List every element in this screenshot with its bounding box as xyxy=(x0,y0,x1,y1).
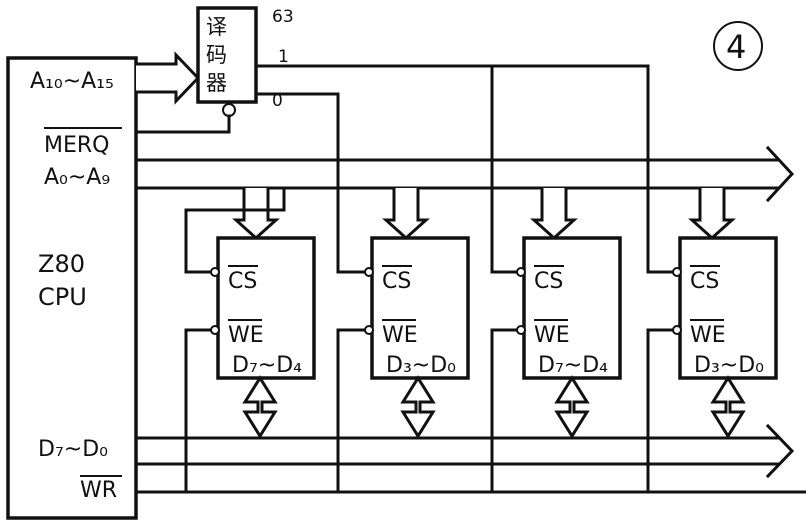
chip-4-body xyxy=(678,236,778,380)
memory-chip-2: CS WE D₃~D₀ xyxy=(336,188,470,494)
decoder-output-1: 1 xyxy=(278,47,289,67)
chip-4-we-label: WE xyxy=(690,323,726,348)
chip-1-we-line xyxy=(184,328,214,494)
decoder-label-1: 译 xyxy=(206,15,227,39)
chip-2-body xyxy=(370,236,470,380)
chip-2-cs-bubble xyxy=(364,267,374,277)
cpu-name-line1: Z80 xyxy=(38,250,85,278)
cpu-pin-high-address: A₁₀~A₁₅ xyxy=(30,69,114,94)
chip-4-we-bubble xyxy=(672,325,682,335)
decoder-block xyxy=(196,6,258,104)
memory-chip-1: CS WE D₇~D₄ xyxy=(184,186,316,494)
chip-3-we-line xyxy=(490,328,520,494)
decoder-output-0-line xyxy=(254,92,340,274)
memory-chip-3: CS WE D₇~D₄ xyxy=(490,188,622,494)
chip-4-cs-label: CS xyxy=(690,269,719,294)
chip-3-body xyxy=(522,236,622,380)
chip-3-address-arrow xyxy=(530,188,578,241)
cpu-pin-low-address: A₀~A₉ xyxy=(44,165,110,190)
chip-2-data-label: D₃~D₀ xyxy=(386,353,456,378)
chip-2-we-line xyxy=(336,328,368,494)
chip-2-we-bubble xyxy=(364,325,374,335)
cpu-pin-merq: MERQ xyxy=(44,133,109,158)
memory-chip-4: CS WE D₃~D₀ xyxy=(646,188,778,494)
chip-2-address-arrow xyxy=(382,188,430,241)
chip-3-we-label: WE xyxy=(534,323,570,348)
decoder-label-3: 器 xyxy=(206,71,227,95)
chip-2-data-arrow xyxy=(400,375,436,439)
chip-3-cs-bubble xyxy=(516,267,526,277)
chip-1-we-label: WE xyxy=(228,323,264,348)
chip-1-data-label: D₇~D₄ xyxy=(232,353,302,378)
cpu-name-line2: CPU xyxy=(38,283,87,311)
decoder-output-1-line xyxy=(254,64,650,274)
chip-4-we-line xyxy=(646,328,676,494)
cpu-pin-data: D₇~D₀ xyxy=(38,437,108,462)
cpu-block xyxy=(6,56,138,520)
chip-1-body xyxy=(216,236,316,380)
cpu-pin-wr: WR xyxy=(80,478,117,503)
chip-1-data-arrow xyxy=(242,375,278,439)
figure-number: 4 xyxy=(726,28,746,66)
address-bus-arrowhead xyxy=(765,145,795,203)
chip-1-cs-line xyxy=(184,186,286,274)
chip-1-cs-bubble xyxy=(210,267,220,277)
decoder-output-63: 63 xyxy=(272,7,294,27)
data-bus-arrowhead xyxy=(765,423,795,479)
chip-3-cs-label: CS xyxy=(534,269,563,294)
decoder-output-0: 0 xyxy=(272,91,283,111)
decoder-enable-bubble xyxy=(222,103,236,117)
decoder-label-2: 码 xyxy=(206,43,227,67)
chip-4-data-label: D₃~D₀ xyxy=(694,353,764,378)
figure-number-circle xyxy=(713,21,763,71)
chip-2-cs-label: CS xyxy=(382,269,411,294)
chip-3-data-label: D₇~D₄ xyxy=(538,353,608,378)
chip-1-address-arrow xyxy=(232,188,280,241)
high-address-bus-arrow xyxy=(136,51,201,105)
chip-3-we-bubble xyxy=(516,325,526,335)
chip-3-data-arrow xyxy=(554,375,590,439)
chip-4-cs-bubble xyxy=(672,267,682,277)
chip-1-we-bubble xyxy=(210,325,220,335)
merq-line xyxy=(134,114,231,134)
chip-1-cs-label: CS xyxy=(228,269,257,294)
chip-4-data-arrow xyxy=(710,375,746,439)
chip-4-address-arrow xyxy=(688,188,736,241)
chip-2-we-label: WE xyxy=(382,323,418,348)
